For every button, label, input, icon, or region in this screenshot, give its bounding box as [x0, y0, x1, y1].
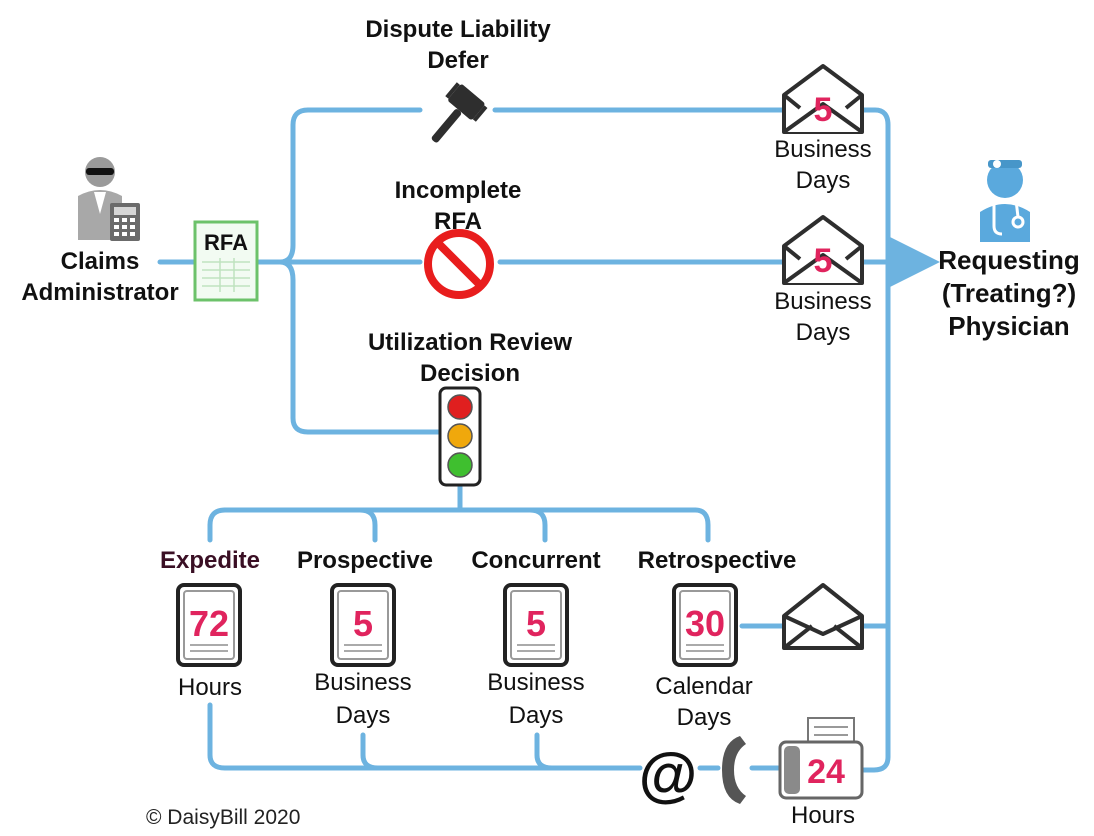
mail-timeline-line2: Days — [795, 167, 851, 194]
ur-line1: Utilization Review — [367, 329, 573, 356]
review-unit-expedite: Hours — [150, 672, 270, 703]
review-unit-prospective: Business Days — [293, 666, 433, 732]
traffic-light-icon — [438, 386, 482, 487]
review-number-prospective: 5 — [353, 603, 373, 644]
claims-administrator-label: Claims Administrator — [10, 246, 190, 308]
physician-icon — [980, 160, 1030, 242]
mail-timeline-line1: Business — [774, 288, 872, 315]
review-title-expedite: Expedite — [159, 547, 261, 574]
envelope-icon — [782, 583, 864, 650]
dispute-line2: Defer — [427, 47, 489, 74]
review-unit-line1: Business — [487, 669, 585, 696]
connector-lines — [157, 107, 940, 773]
dispute-label: Dispute Liability Defer — [340, 14, 576, 76]
review-unit-line2: Days — [335, 702, 391, 729]
fax-number: 24 — [807, 753, 845, 791]
mail-timeline-line1: Business — [774, 136, 872, 163]
review-title-retrospective: Retrospective — [637, 547, 797, 574]
prospective-down-line — [360, 732, 381, 771]
open-envelope-icon — [782, 215, 864, 285]
fan-retro — [692, 507, 711, 543]
review-unit-line2: Days — [676, 704, 732, 731]
ur-line2: Decision — [419, 360, 521, 387]
rfa-document: RFA — [193, 220, 259, 302]
mail-timeline-line2: Days — [795, 319, 851, 346]
mail-timeline-number: 5 — [814, 242, 833, 280]
open-envelope-icon — [782, 64, 864, 134]
review-number-expedite: 72 — [189, 603, 229, 644]
copyright: © DaisyBill 2020 — [146, 806, 301, 829]
phone-icon — [722, 736, 746, 804]
concurrent-down-line — [534, 732, 555, 771]
review-document-expedite: 72 — [176, 583, 242, 667]
target-line2: (Treating?) — [941, 278, 1077, 308]
review-document-concurrent: 5 — [503, 583, 569, 667]
review-unit-concurrent: Business Days — [466, 666, 606, 732]
target-line1: Requesting — [938, 245, 1080, 275]
review-document-retrospective: 30 — [672, 583, 738, 667]
review-number-concurrent: 5 — [526, 603, 546, 644]
fan-expedite — [207, 507, 228, 543]
right-vertical-line — [859, 107, 891, 773]
review-number-retrospective: 30 — [685, 603, 725, 644]
bottom-return-line — [207, 702, 643, 771]
mail-timeline-label: Business Days — [753, 286, 893, 348]
incomplete-line2: RFA — [434, 208, 482, 235]
review-unit-line1: Business — [314, 669, 412, 696]
claims-administrator-icon — [78, 157, 140, 241]
source-line1: Claims — [60, 248, 140, 275]
fax-hours-label: Hours — [790, 802, 856, 829]
prohibited-icon — [424, 229, 494, 299]
source-line2: Administrator — [21, 279, 179, 306]
dispute-line1: Dispute Liability — [365, 16, 551, 43]
rfa-label: RFA — [204, 230, 248, 255]
email-at-symbol: @ — [639, 741, 698, 808]
incomplete-label: Incomplete RFA — [370, 175, 546, 237]
physician-label: Requesting (Treating?) Physician — [924, 244, 1094, 343]
mail-timeline-number: 5 — [814, 91, 833, 129]
review-unit-line1: Calendar — [655, 673, 753, 700]
gavel-icon — [431, 82, 488, 143]
fax-icon: 24 — [778, 717, 864, 800]
mail-timeline-label: Business Days — [753, 134, 893, 196]
ur-label: Utilization Review Decision — [340, 327, 600, 389]
fan-concurrent — [527, 507, 548, 543]
fan-prospective — [357, 507, 378, 543]
review-unit-line2: Days — [508, 702, 564, 729]
review-unit-line1: Hours — [177, 674, 243, 701]
review-unit-retrospective: Calendar Days — [634, 671, 774, 733]
incomplete-line1: Incomplete — [394, 177, 522, 204]
review-title-prospective: Prospective — [296, 547, 434, 574]
target-line3: Physician — [948, 311, 1070, 341]
review-title-concurrent: Concurrent — [471, 547, 601, 574]
review-document-prospective: 5 — [330, 583, 396, 667]
